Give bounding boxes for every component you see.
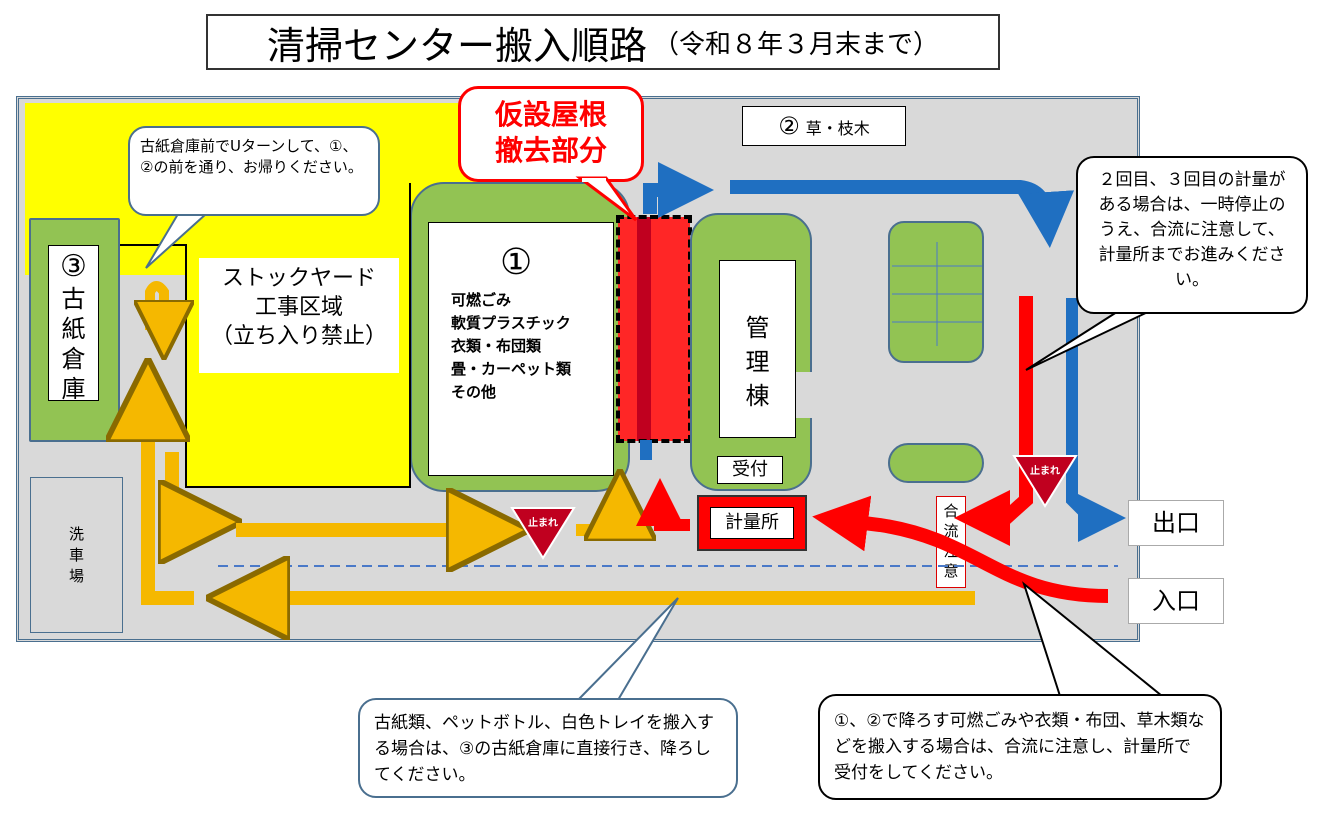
temporary-roof-zone-stripe [637, 217, 651, 441]
callout-paper-direct: 古紙類、ペットボトル、白色トレイを搬入する場合は、③の古紙倉庫に直接行き、降ろし… [358, 698, 738, 798]
building-1-items: 可燃ごみ 軟質プラスチック 衣類・布団類 畳・カーペット類 その他 [428, 222, 614, 476]
reception-label: 受付 [717, 456, 783, 484]
callout-pointer [575, 597, 679, 701]
parking-island [888, 443, 984, 483]
item: 畳・カーペット類 [451, 360, 572, 378]
callout-second-weigh: ２回目、３回目の計量がある場合は、一時停止のうえ、合流に注意して、計量所までお進… [1076, 156, 1308, 314]
route-arrow-yellow [150, 281, 164, 330]
item: 可燃ごみ [451, 291, 512, 309]
route-arrow-yellow [172, 452, 200, 522]
item: 軟質プラスチック [451, 314, 571, 332]
item: その他 [451, 383, 497, 401]
temporary-roof-label: 仮設屋根 撤去部分 [458, 86, 644, 182]
title-main: 清掃センター搬入順路 [266, 23, 647, 68]
building-1-number: ① [500, 242, 533, 283]
temporary-roof-zone [618, 217, 690, 441]
admin-building-notch [796, 372, 818, 418]
weighing-station-label: 計量所 [710, 507, 794, 539]
admin-building-label: 管理棟 [719, 260, 796, 438]
parking-lines [892, 242, 982, 346]
title-sub: （令和８年３月末まで） [653, 29, 940, 60]
callout-pointer [1025, 309, 1153, 371]
paper-warehouse-label: ③ 古紙倉庫 [48, 245, 99, 403]
route-arrow-yellow [148, 400, 194, 605]
callout-burnable: ①、②で降ろす可燃ごみや衣類・布団、草木類などを搬入する場合は、合流に注意し、計… [818, 694, 1222, 800]
route-arrow-blue [1066, 298, 1126, 542]
exit-label: 出口 [1128, 500, 1224, 546]
item: 衣類・布団類 [451, 337, 542, 355]
stop-sign: 止まれ [510, 507, 576, 560]
route-arrow-yellow [576, 505, 620, 530]
parking-area [888, 221, 984, 363]
page-title: 清掃センター搬入順路 （令和８年３月末まで） [206, 14, 1000, 70]
stockyard-label: ストックヤード 工事区域 （立ち入り禁止） [199, 258, 399, 373]
entrance-label: 入口 [1128, 578, 1224, 624]
route-arrow-blue [643, 162, 714, 218]
callout-pointer [145, 213, 209, 269]
svg-text:止まれ: 止まれ [528, 516, 558, 529]
svg-text:止まれ: 止まれ [1030, 464, 1060, 477]
route-arrow-red [636, 478, 690, 531]
stop-sign: 止まれ [1012, 455, 1078, 508]
route-arrow-red [954, 296, 1033, 546]
callout-uturn: 古紙倉庫前でUターンして、①、②の前を通り、お帰りください。 [128, 126, 380, 216]
route-arrow-red [812, 495, 1109, 603]
route-arrow-blue [730, 180, 1075, 248]
stockyard-boundary [120, 183, 411, 488]
car-wash: 洗車場 [30, 477, 123, 633]
